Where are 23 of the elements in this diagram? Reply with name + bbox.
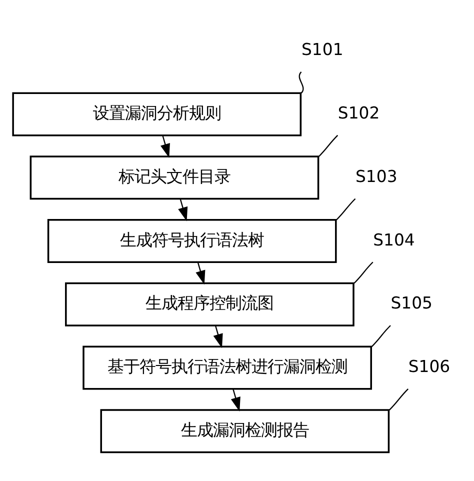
node-box: 基于符号执行语法树进行漏洞检测 xyxy=(82,345,372,390)
node-text: S106 xyxy=(408,356,450,376)
connector xyxy=(318,134,338,156)
node-box: 生成漏洞检测报告 xyxy=(100,408,390,453)
arrow xyxy=(213,324,223,348)
connector xyxy=(388,388,409,410)
node-text: S104 xyxy=(373,230,415,249)
connector xyxy=(298,71,304,93)
node-text: S105 xyxy=(390,293,433,312)
arrow xyxy=(196,262,206,284)
node-box: 设置漏洞分析规则 xyxy=(12,92,302,136)
node-box: 标记头文件目录 xyxy=(30,155,320,200)
node-text: S101 xyxy=(302,40,344,59)
node-box: 生成符号执行语法树 xyxy=(47,218,337,262)
arrow xyxy=(178,198,188,221)
connector xyxy=(371,324,391,347)
node-text: S103 xyxy=(356,166,398,186)
node-box: 生成程序控制流图 xyxy=(65,282,354,326)
arrow xyxy=(160,134,170,158)
connector xyxy=(336,198,356,220)
node-text: S102 xyxy=(338,103,380,122)
connector xyxy=(354,261,374,284)
arrow xyxy=(230,388,240,411)
